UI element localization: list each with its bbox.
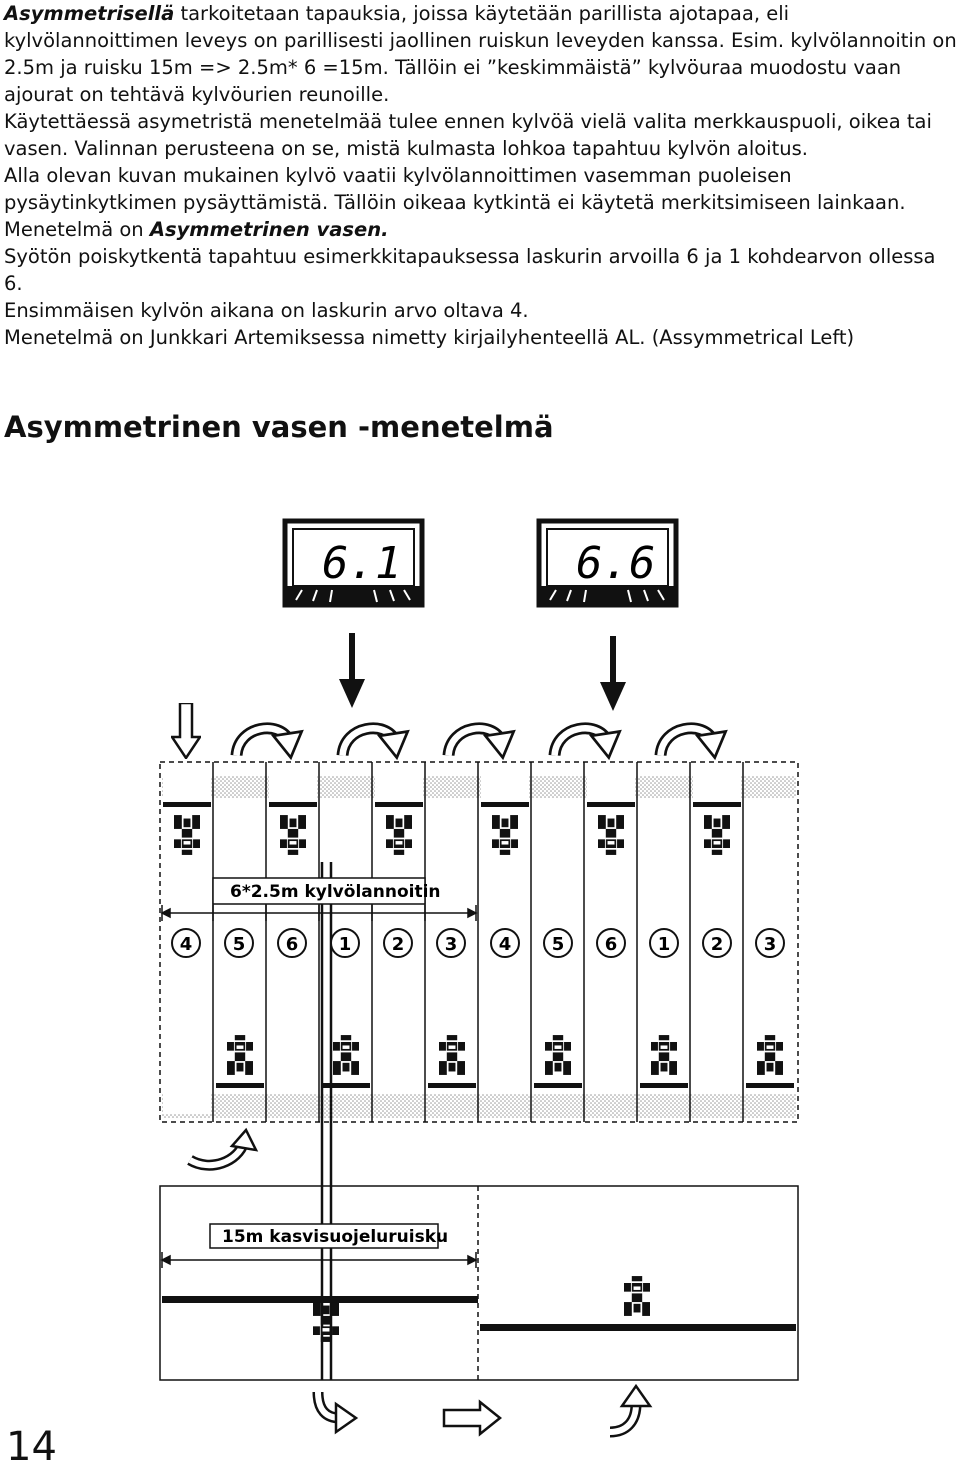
counter-display-left: 6.1 xyxy=(282,518,425,608)
display-value-left: 6.1 xyxy=(322,538,401,589)
paragraph-5: Syötön poiskytkentä tapahtuu esimerkkita… xyxy=(4,245,936,295)
lane-number: 4 xyxy=(499,934,512,955)
sprayer-width-label: 15m kasvisuojeluruisku xyxy=(222,1227,448,1247)
switch-off-arrow-icon xyxy=(600,636,626,711)
u-turn-arrow-icon xyxy=(661,728,726,757)
page-number: 14 xyxy=(6,1424,57,1470)
lane-number: 6 xyxy=(286,934,299,955)
section-heading: Asymmetrinen vasen -menetelmä xyxy=(4,410,554,444)
start-arrow-icon xyxy=(171,703,201,759)
switch-off-arrow-icon xyxy=(339,633,365,708)
lane-number: 5 xyxy=(233,934,246,955)
lane-number: 2 xyxy=(392,934,405,955)
paragraph-4: Menetelmä on Asymmetrinen vasen. xyxy=(4,216,960,243)
paragraph-4-text: Menetelmä on xyxy=(4,218,150,241)
u-turn-arrow-icon xyxy=(343,728,408,757)
u-turn-arrow-icon xyxy=(555,728,620,757)
paragraph-6: Ensimmäisen kylvön aikana on laskurin ar… xyxy=(4,299,529,322)
lane-number: 1 xyxy=(658,934,671,955)
display-value-right: 6.6 xyxy=(576,538,655,589)
return-arrow-icon xyxy=(187,1127,259,1171)
right-arrow-icon xyxy=(442,1399,503,1437)
lane-number: 3 xyxy=(445,934,458,955)
lane-number: 4 xyxy=(180,934,193,955)
paragraph-1-text: tarkoitetaan tapauksia, joissa käytetään… xyxy=(4,2,957,106)
u-turn-arrow-icon xyxy=(449,728,514,757)
lane-number: 5 xyxy=(552,934,565,955)
paragraph-1: Asymmetrisellä tarkoitetaan tapauksia, j… xyxy=(4,0,960,108)
method-name: Asymmetrinen vasen. xyxy=(149,218,389,241)
lane-number: 3 xyxy=(764,934,777,955)
sowing-field: 6*2.5m kylvölannoitin 4 5 6 1 xyxy=(159,761,799,1380)
paragraph-3: Alla olevan kuvan mukainen kylvö vaatii … xyxy=(4,164,906,214)
paragraph-7: Menetelmä on Junkkari Artemiksessa nimet… xyxy=(4,326,855,349)
up-turn-arrow-icon xyxy=(609,1383,653,1438)
spraying-field: 15m kasvisuojeluruisku xyxy=(159,1185,799,1381)
u-turn-arrow-icon xyxy=(237,728,302,757)
lane-number: 6 xyxy=(605,934,618,955)
lane-number: 1 xyxy=(339,934,352,955)
counter-display-right: 6.6 xyxy=(536,518,679,608)
seeder-width-label: 6*2.5m kylvölannoitin xyxy=(230,882,441,902)
lane-number: 2 xyxy=(711,934,724,955)
bottom-turn-arrow-icon xyxy=(312,1391,359,1435)
paragraph-2: Käytettäessä asymetristä menetelmää tule… xyxy=(4,110,932,160)
intro-text: Asymmetrisellä tarkoitetaan tapauksia, j… xyxy=(4,0,960,351)
term-asymmetrisella: Asymmetrisellä xyxy=(4,2,175,25)
